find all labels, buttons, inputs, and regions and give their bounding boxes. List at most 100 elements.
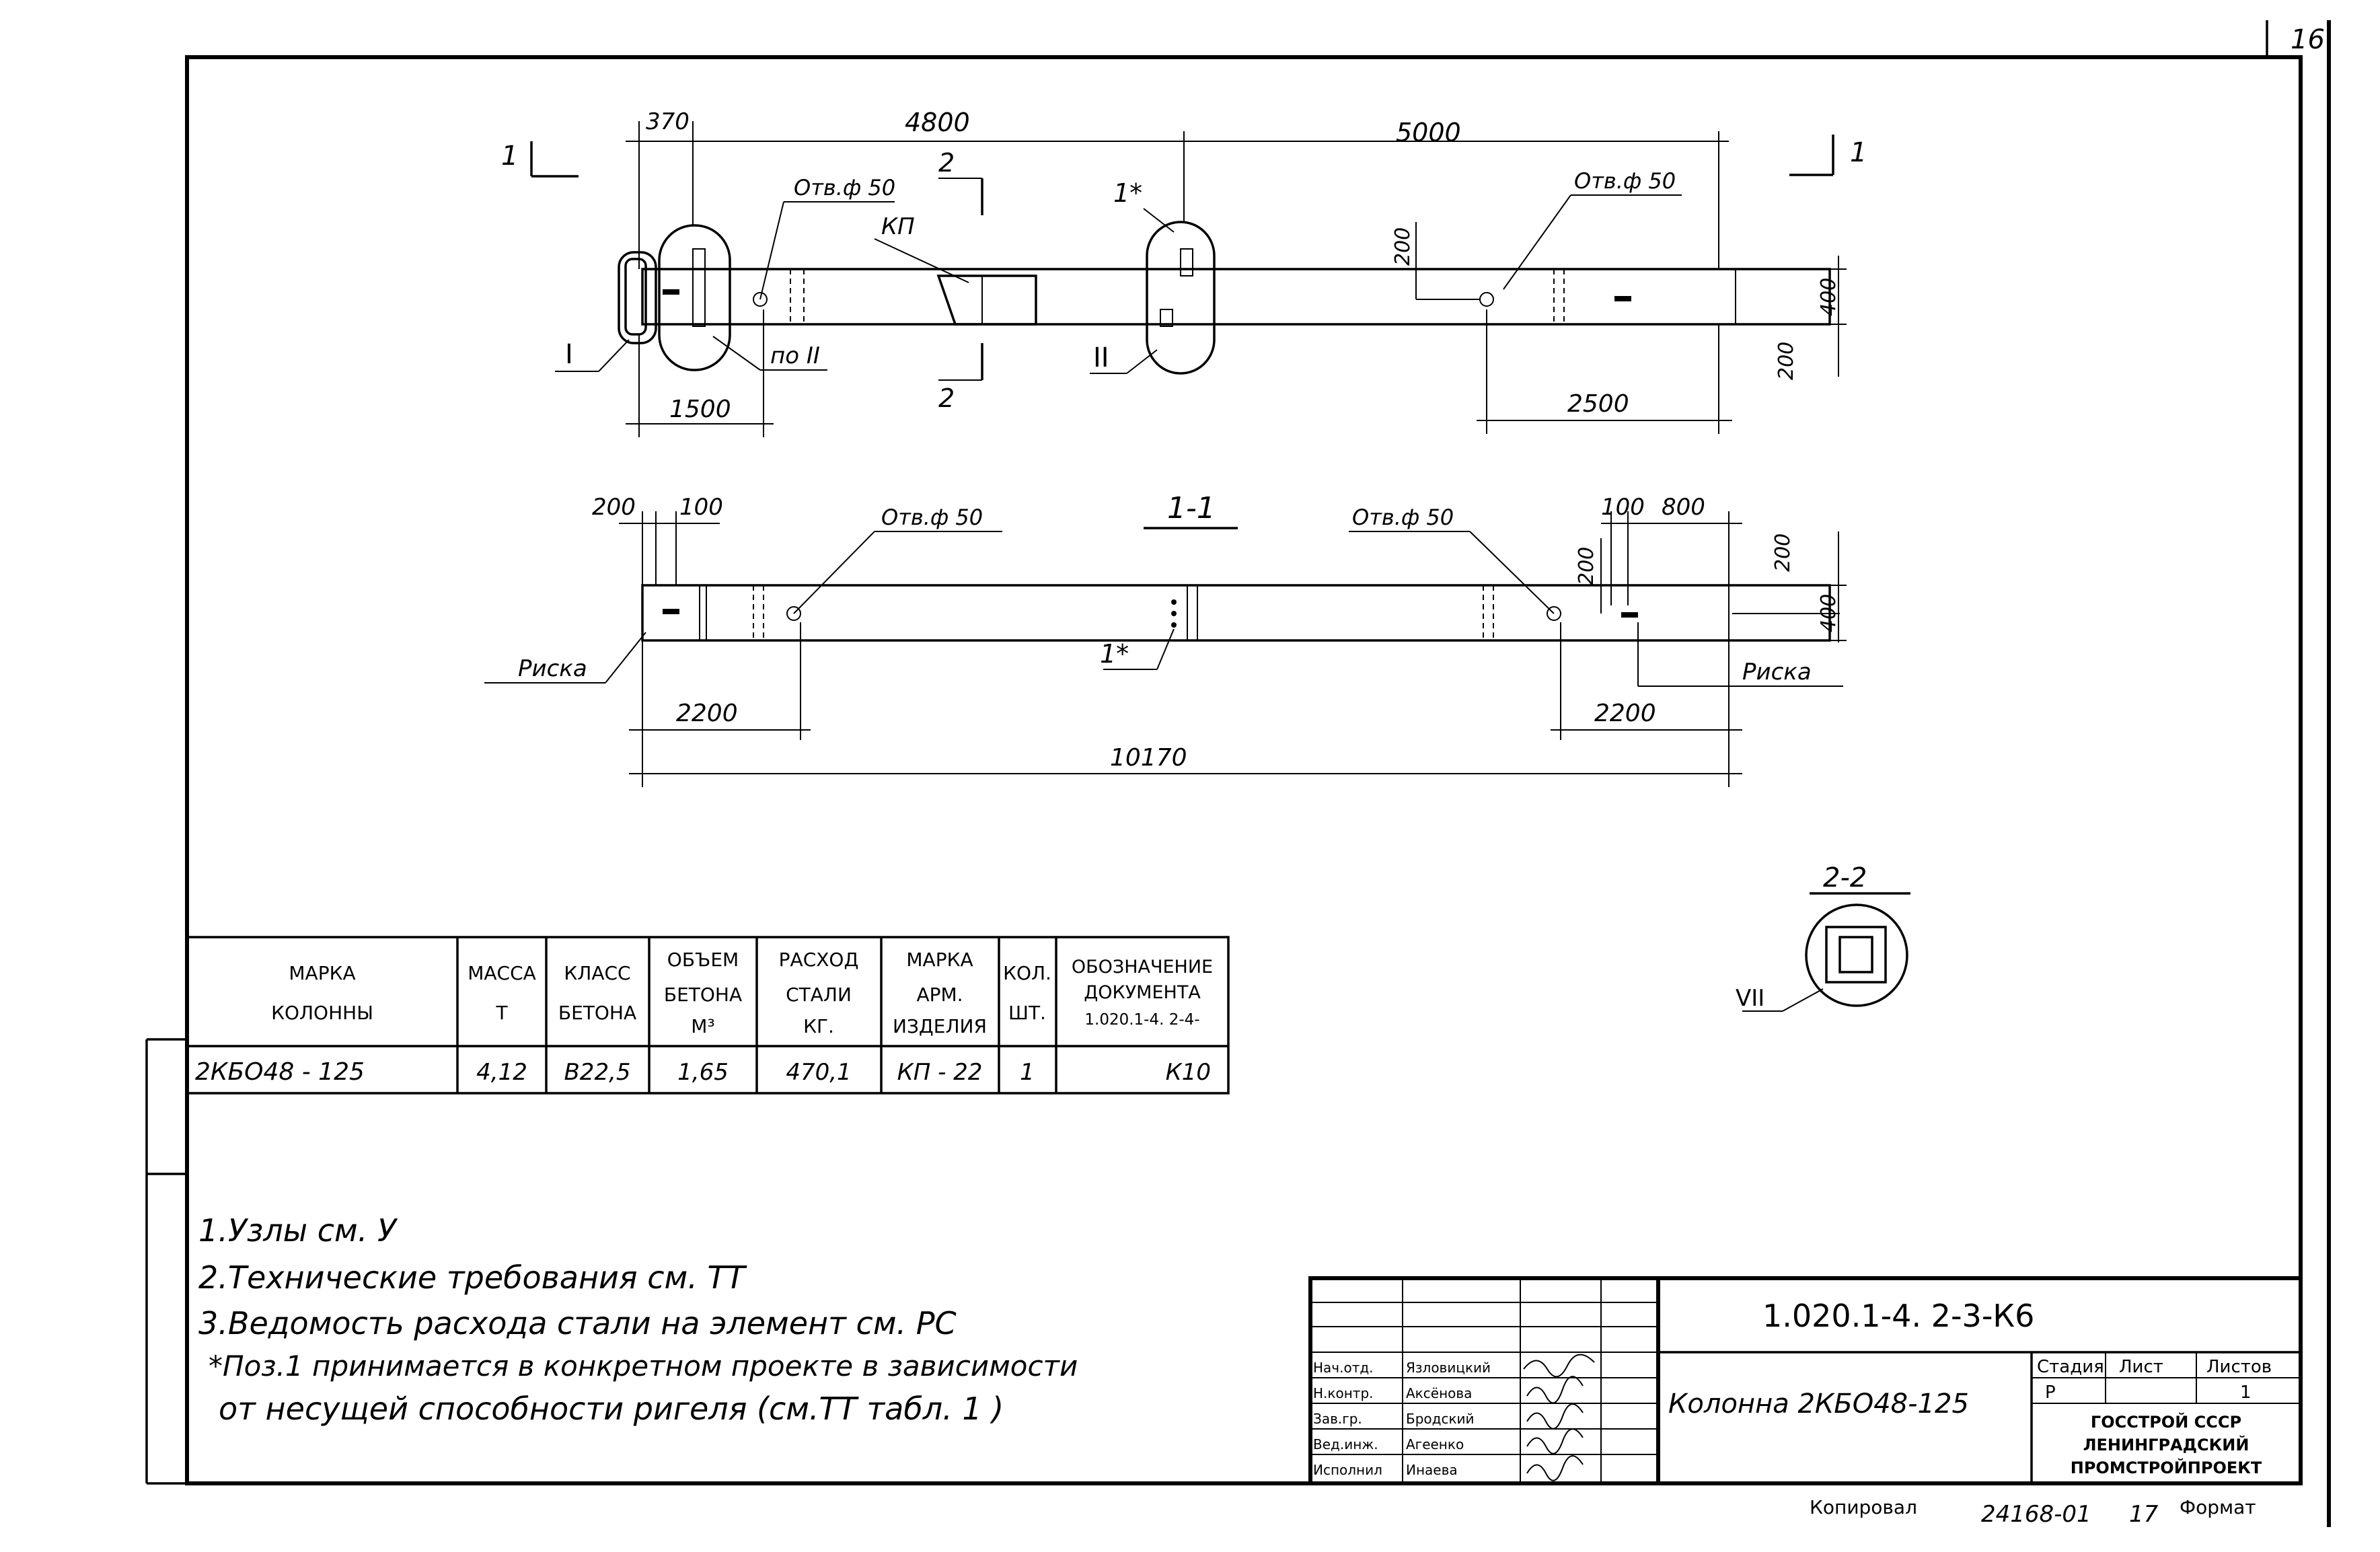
footer-page: 17	[2129, 1501, 2159, 1528]
td-qty: 1	[1020, 1059, 1035, 1086]
kp-label: КП	[881, 213, 915, 240]
sec-1star: 1*	[1100, 639, 1129, 669]
th-steel-3: КГ.	[803, 1015, 834, 1037]
signature-0	[1523, 1354, 1595, 1378]
org-line1: ГОССТРОЙ СССР	[2091, 1412, 2241, 1432]
sheets-label: Листов	[2206, 1357, 2272, 1377]
td-steel: 470,1	[786, 1059, 851, 1086]
role-4: Исполнил	[1313, 1462, 1382, 1478]
corbel-right	[1180, 248, 1193, 276]
hole-right-symbol	[1479, 292, 1494, 307]
column-base	[624, 258, 647, 336]
dim-200-hole: 200	[1391, 227, 1415, 266]
po-II-label: по II	[770, 342, 820, 369]
spec-table: МАРКА КОЛОННЫ МАССА Т КЛАСС БЕТОНА ОБЪЕМ…	[186, 936, 1230, 1095]
notes: 1.Узлы см. У 2.Технические требования см…	[198, 1212, 1078, 1427]
signature-4	[1526, 1455, 1584, 1481]
th-steel-2: СТАЛИ	[786, 984, 852, 1006]
th-volume-3: М³	[691, 1015, 714, 1037]
td-class: В22,5	[564, 1059, 630, 1086]
section-1-1-body	[641, 584, 1831, 642]
corbel-left	[692, 248, 706, 327]
column-body	[641, 268, 1831, 326]
th-volume: ОБЪЕМ	[667, 949, 739, 971]
bolt-left	[663, 289, 679, 295]
name-3: Агеенко	[1406, 1436, 1464, 1452]
sheet-label: Лист	[2119, 1357, 2163, 1377]
note-5: от несущей способности ригеля (см.ТТ таб…	[219, 1391, 1004, 1427]
footer-order: 24168-01	[1981, 1501, 2091, 1528]
sec-hole-label-right: Отв.ф 50	[1352, 505, 1454, 530]
column-elevation: 370 4800 5000 1 1 2 2 КП Отв.ф 50 Отв.ф …	[501, 108, 1867, 437]
td-volume: 1,65	[677, 1059, 729, 1086]
td-arm: КП - 22	[897, 1059, 983, 1086]
cut-2-bottom: 2	[938, 383, 955, 413]
cut-2-top: 2	[938, 148, 955, 178]
org-line3: ПРОМСТРОЙПРОЕКТ	[2071, 1458, 2262, 1477]
section-hole-right	[1547, 606, 1561, 621]
th-doc-3: 1.020.1-4. 2-4-	[1084, 1011, 1199, 1029]
dim-1500: 1500	[669, 396, 731, 423]
element-name: Колонна 2КБО48-125	[1668, 1389, 1969, 1419]
hole-label-left: Отв.ф 50	[794, 175, 895, 200]
dim-2200-left: 2200	[676, 700, 738, 727]
dim-5000: 5000	[1396, 118, 1461, 147]
signature-1	[1526, 1376, 1584, 1404]
dim-370: 370	[646, 108, 690, 135]
riska-left: Риска	[518, 655, 587, 682]
dim-10170: 10170	[1110, 744, 1187, 772]
th-steel: РАСХОД	[779, 949, 859, 971]
th-arm: МАРКА	[906, 949, 973, 971]
signature-3	[1526, 1428, 1584, 1454]
th-arm-2: АРМ.	[916, 984, 963, 1006]
dim-200-elev-right: 200	[1775, 342, 1798, 380]
section-hole-left	[786, 606, 801, 621]
dim-100-sec-right: 100	[1601, 494, 1645, 521]
name-2: Бродский	[1406, 1411, 1475, 1427]
title-block: Нач.отд. Н.контр. Зав.гр. Вед.инж. Испол…	[1308, 1276, 2303, 1485]
sec-hole-label-left: Отв.ф 50	[881, 505, 983, 530]
role-2: Зав.гр.	[1313, 1411, 1362, 1427]
section-1-1-title: 1-1	[1167, 491, 1216, 525]
footer-format: Формат	[2180, 1496, 2256, 1518]
node-II-label: II	[1093, 342, 1109, 373]
th-volume-2: БЕТОНА	[664, 984, 742, 1006]
org-line2: ЛЕНИНГРАДСКИЙ	[2083, 1435, 2249, 1454]
th-mass-2: Т	[495, 1002, 508, 1024]
riska-right: Риска	[1742, 659, 1812, 686]
hole-label-right: Отв.ф 50	[1574, 168, 1676, 194]
td-mass: 4,12	[476, 1059, 527, 1086]
frame: 16	[145, 20, 2331, 1527]
th-doc: ОБОЗНАЧЕНИЕ	[1072, 957, 1213, 977]
cut-1-right: 1	[1850, 137, 1867, 168]
th-arm-3: ИЗДЕЛИЯ	[893, 1015, 987, 1037]
dim-400-sec: 400	[1817, 594, 1840, 632]
th-doc-2: ДОКУМЕНТА	[1084, 982, 1201, 1003]
dim-200-sec-right: 200	[1771, 533, 1795, 572]
footer-copied: Копировал	[1810, 1496, 1917, 1518]
dim-800-sec: 800	[1662, 494, 1705, 521]
dim-200-sec-mid: 200	[1575, 547, 1598, 585]
node-I-label: I	[565, 339, 573, 370]
role-3: Вед.инж.	[1313, 1436, 1378, 1452]
th-qty-2: ШТ.	[1008, 1002, 1046, 1024]
drawing-code: 1.020.1-4. 2-3-К6	[1762, 1298, 2034, 1334]
signature-2	[1526, 1403, 1584, 1430]
dim-4800: 4800	[905, 108, 970, 137]
kp-embedded-part	[936, 274, 1037, 326]
name-4: Инаева	[1406, 1462, 1458, 1478]
td-mark: 2КБО48 - 125	[195, 1058, 365, 1086]
corbel-right-low	[1160, 309, 1173, 327]
th-class-2: БЕТОНА	[558, 1002, 636, 1024]
dim-200-sec: 200	[592, 494, 636, 521]
section-2-2: 2-2 VII	[1736, 862, 1910, 1012]
node-II-oval	[1146, 221, 1216, 375]
cut-1-left: 1	[501, 141, 518, 172]
name-0: Язловицкий	[1406, 1360, 1491, 1376]
footer: Копировал 24168-01 17 Формат	[1810, 1496, 2256, 1528]
name-1: Аксёнова	[1406, 1385, 1472, 1401]
node-1star-label: 1*	[1113, 178, 1142, 208]
sheets-value: 1	[2240, 1382, 2252, 1403]
note-4: *Поз.1 принимается в конкретном проекте …	[209, 1350, 1078, 1382]
